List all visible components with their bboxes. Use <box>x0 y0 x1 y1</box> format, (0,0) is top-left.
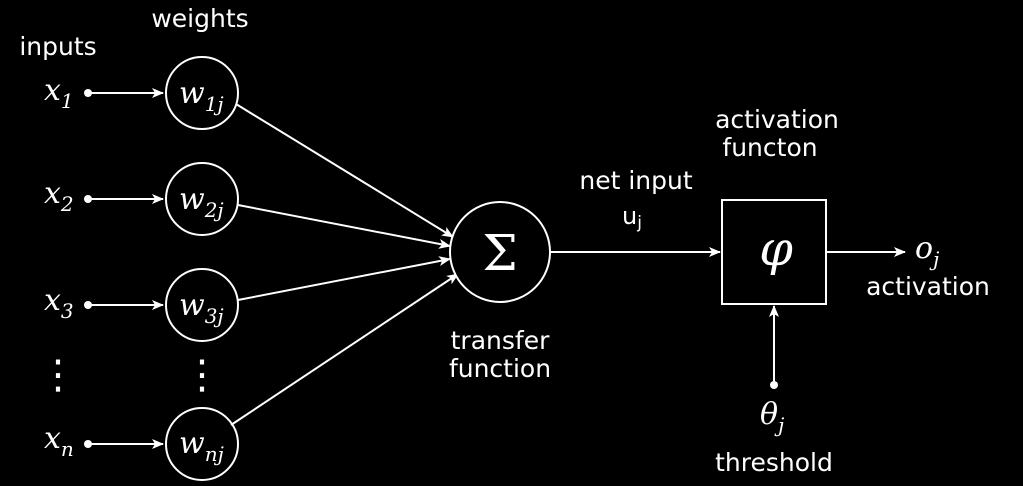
activation-function-box <box>721 199 827 305</box>
weight-node-1 <box>165 56 239 130</box>
input-dot-2 <box>84 195 92 203</box>
input-x2: x2 <box>44 176 74 216</box>
net-input-uj: uj <box>622 202 642 233</box>
threshold-theta-j: θj <box>760 397 784 437</box>
weight-connection-n <box>230 273 459 426</box>
net-input-label: net input <box>579 166 692 195</box>
input-x3: x3 <box>44 283 74 323</box>
weight-connection-2 <box>237 204 451 249</box>
phi-symbol: φ <box>759 221 793 277</box>
weight-w3j: w3j <box>179 288 224 328</box>
input-dot-n <box>84 440 92 448</box>
weight-connection-3 <box>237 256 451 301</box>
threshold-dot <box>770 381 778 389</box>
sigma-symbol: Σ <box>482 224 517 282</box>
weight-connection-1 <box>235 103 454 238</box>
input-x1: x1 <box>44 73 74 113</box>
weight-w1j: w1j <box>179 76 224 116</box>
input-xn: xn <box>44 421 74 461</box>
inputs-label: inputs <box>19 32 96 61</box>
summation-node <box>449 201 551 303</box>
input-row-3: x3 w3j <box>44 268 239 342</box>
transfer-function-label-line1: transfer <box>451 326 550 355</box>
weights-label: weights <box>151 4 248 33</box>
output-oj: oj <box>915 231 939 271</box>
weight-node-n <box>165 407 239 481</box>
weight-wnj: wnj <box>179 426 224 466</box>
activation-label: activation <box>866 272 990 301</box>
input-dot-3 <box>84 301 92 309</box>
input-row-1: x1 w1j <box>44 56 239 130</box>
transfer-function-label-line2: function <box>449 354 551 383</box>
input-dot-1 <box>84 89 92 97</box>
input-row-n: xn wnj <box>44 407 239 481</box>
input-row-2: x2 w2j <box>44 162 239 236</box>
activation-function-label-line2: functon <box>722 133 817 162</box>
weight-w2j: w2j <box>179 182 224 222</box>
weight-node-2 <box>165 162 239 236</box>
threshold-label: threshold <box>715 448 833 477</box>
weight-node-3 <box>165 268 239 342</box>
weight-ellipsis: ⋮ <box>182 352 222 398</box>
input-ellipsis: ⋮ <box>38 352 78 398</box>
activation-function-label-line1: activation <box>715 105 839 134</box>
